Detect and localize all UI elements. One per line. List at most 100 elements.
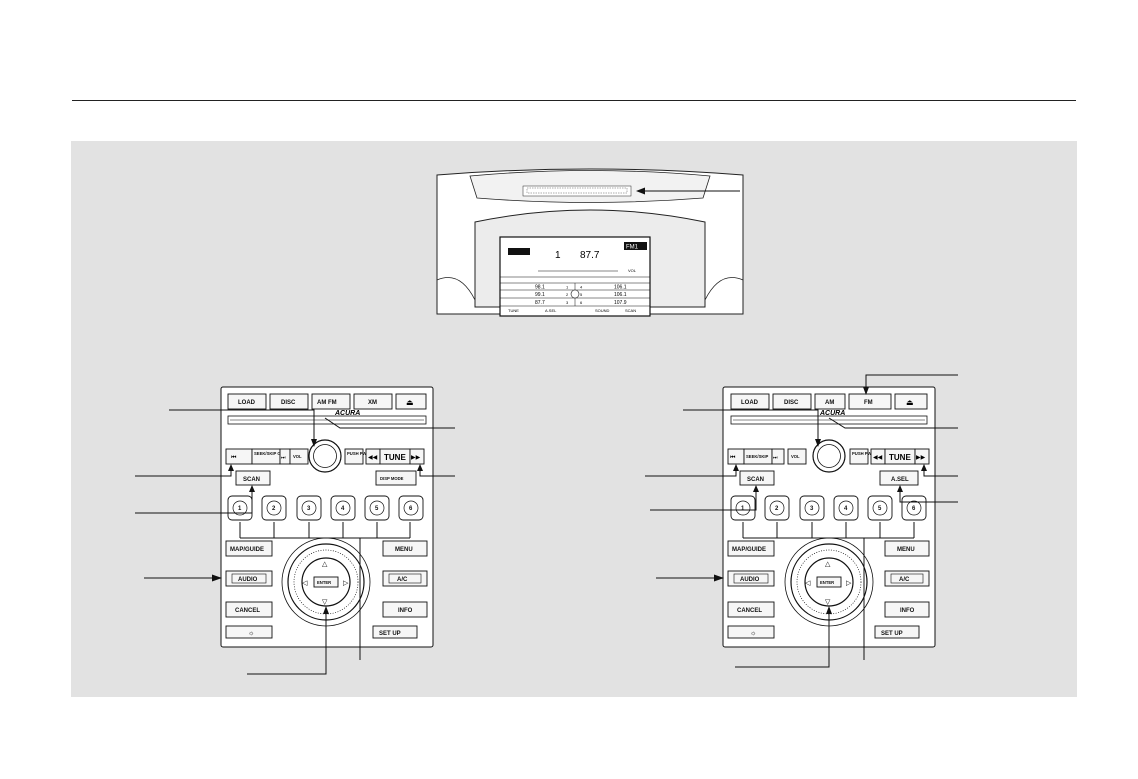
scan-label: SCAN — [243, 477, 260, 483]
preset-3-label-right: 3 — [810, 506, 814, 512]
am-button-right[interactable] — [814, 393, 846, 410]
push-pwr-label-right: PUSH PWR — [852, 451, 875, 456]
header-rule — [72, 100, 1076, 101]
ac-button[interactable] — [382, 570, 428, 587]
brightness-icon: ☼ — [248, 630, 254, 637]
cancel-button-right[interactable] — [727, 601, 775, 618]
brand-logo: ACURA — [334, 410, 360, 417]
cancel-button[interactable] — [225, 601, 273, 618]
tune-down-icon: ◀◀ — [873, 455, 883, 461]
ac-button-right[interactable] — [884, 570, 930, 587]
disc-button[interactable] — [269, 393, 309, 410]
tune-label: TUNE — [384, 453, 406, 462]
vol-label-right: VOL — [791, 454, 800, 459]
info-button-right[interactable] — [884, 601, 930, 618]
brightness-button-right[interactable] — [727, 625, 775, 639]
disp-mode-label: DISP MODE — [380, 476, 404, 481]
tune-up-button[interactable] — [409, 448, 425, 465]
preset-5-label-right: 5 — [878, 506, 882, 512]
right-callout-arrowheads — [714, 387, 927, 614]
display-preset-index-2: 2 — [566, 292, 569, 297]
push-pwr-button[interactable] — [344, 448, 364, 465]
tune-up-icon: ▶▶ — [411, 455, 421, 461]
map-guide-button-right[interactable] — [727, 540, 775, 557]
enter-button-right[interactable] — [816, 576, 842, 588]
display-preset-index-1: 1 — [566, 285, 569, 290]
skip-back-icon: ⏮ — [730, 455, 736, 461]
audio-label: AUDIO — [238, 577, 258, 583]
enter-button[interactable] — [313, 576, 339, 588]
preset-6-label: 6 — [409, 506, 413, 512]
arrow-down-icon: ▽ — [322, 599, 328, 606]
display-preset-left-1: 98.1 — [535, 285, 545, 291]
brightness-button[interactable] — [225, 625, 273, 639]
right-preset-buttons: 1 2 3 4 5 6 — [730, 495, 927, 521]
am-button-right-label: AM — [825, 400, 834, 406]
tune-up-button-right[interactable] — [914, 448, 930, 465]
map-guide-button[interactable] — [225, 540, 273, 557]
disp-mode-button[interactable] — [375, 470, 417, 486]
xm-button-label: XM — [368, 400, 377, 406]
xm-button[interactable] — [353, 393, 393, 410]
enter-label: ENTER — [317, 580, 331, 585]
skip-forward-icon: ⏭ — [773, 455, 778, 461]
vol-button-right[interactable] — [787, 448, 807, 465]
push-pwr-button-right[interactable] — [849, 448, 869, 465]
menu-button[interactable] — [382, 540, 428, 557]
audio-button-right[interactable] — [727, 570, 775, 587]
display-bottom-tabs: TUNE A.SEL SOUND SCAN — [508, 308, 636, 313]
load-button-right-label: LOAD — [741, 400, 759, 406]
arrow-right-icon: ▷ — [846, 580, 852, 587]
audio-button[interactable] — [225, 570, 273, 587]
left-control-panel: LOAD DISC AM FM XM ⏏ ACURA ⏮ SEEK/SKIP C… — [135, 386, 455, 675]
arrow-left-icon: ◁ — [805, 580, 811, 587]
info-button[interactable] — [382, 601, 428, 618]
preset-3-label: 3 — [307, 506, 311, 512]
scan-button-right[interactable] — [739, 470, 775, 486]
cancel-label: CANCEL — [235, 608, 260, 614]
setup-button[interactable] — [372, 625, 418, 639]
fm-button-right-label: FM — [864, 400, 873, 406]
seek-skip-label-right: SEEK/SKIP — [746, 454, 769, 459]
menu-label-right: MENU — [897, 547, 915, 553]
display-tab-scan: SCAN — [625, 308, 636, 313]
vol-button[interactable] — [289, 448, 309, 465]
am-fm-button-label: AM FM — [317, 400, 337, 406]
display-preset-right-3: 107.9 — [614, 300, 627, 306]
a-sel-button-right[interactable] — [879, 470, 919, 486]
display-preset-index-3: 3 — [566, 300, 569, 305]
seek-up-button-right[interactable] — [771, 448, 785, 465]
disc-button-right[interactable] — [772, 393, 812, 410]
arrow-right-icon: ▷ — [343, 580, 349, 587]
cancel-label-right: CANCEL — [737, 608, 762, 614]
tune-down-icon: ◀◀ — [368, 455, 378, 461]
preset-4-label: 4 — [341, 506, 345, 512]
vol-label: VOL — [293, 454, 302, 459]
preset-2-label-right: 2 — [775, 506, 779, 512]
eject-button-right[interactable] — [894, 393, 928, 410]
audio-label-right: AUDIO — [740, 577, 760, 583]
preset-4-label-right: 4 — [844, 506, 848, 512]
display-band-badge: FM1 — [626, 245, 639, 251]
load-button-right[interactable] — [730, 393, 770, 410]
skip-forward-icon: ⏭ — [281, 455, 286, 461]
am-fm-button[interactable] — [311, 393, 351, 410]
display-preset-index-4: 4 — [580, 285, 583, 290]
a-sel-label-right: A.SEL — [891, 477, 909, 483]
left-preset-buttons: 1 2 3 4 5 6 — [227, 495, 424, 521]
display-preset-right-1: 106.1 — [614, 285, 627, 291]
load-button[interactable] — [227, 393, 267, 410]
setup-button-right[interactable] — [874, 625, 920, 639]
display-preset-left-3: 87.7 — [535, 300, 545, 306]
scan-button[interactable] — [235, 470, 271, 486]
fm-button-right[interactable] — [848, 393, 892, 410]
enter-label-right: ENTER — [820, 580, 834, 585]
menu-button-right[interactable] — [884, 540, 930, 557]
eject-icon: ⏏ — [906, 398, 914, 407]
setup-label: SET UP — [379, 631, 401, 637]
seek-down-button[interactable] — [225, 448, 253, 465]
map-guide-label: MAP/GUIDE — [230, 547, 264, 553]
eject-button[interactable] — [395, 393, 427, 410]
arrow-left-icon: ◁ — [302, 580, 308, 587]
